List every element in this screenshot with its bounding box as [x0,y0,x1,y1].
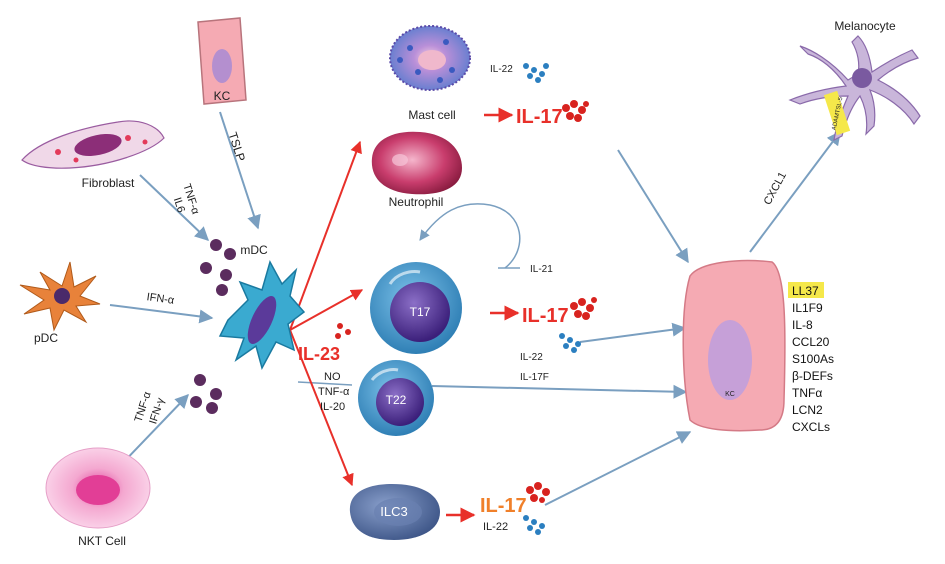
mast-cell [389,25,471,91]
ifna-label: IFN-α [146,291,176,307]
il17f-label: IL-17F [520,372,549,383]
arrow-pdc-to-mdc [109,304,214,324]
mdc-dots-lower [190,374,222,414]
kc-products-list: LL37 IL1F9 IL-8 CCL20 S100As β-DEFs TNFα… [792,284,834,434]
arrow-fibroblast-to-mdc [139,174,210,241]
nkt-label: NKT Cell [78,534,126,548]
mdc-cell [218,260,306,371]
arrow-ilc3-to-kc [544,431,692,506]
adamtsl5-tag: ADAMTSL-5 [823,90,851,136]
neutrophil-cell [371,131,462,195]
kc-product-item: LL37 [792,284,819,298]
arrow-mdc-to-ilc3 [289,329,354,487]
arrow-mast-to-kc [617,149,689,264]
il17-mast-label: IL-17 [516,106,563,128]
pdc-cell [19,261,101,332]
il17-ilc3-label: IL-17 [480,495,527,517]
keratinocyte-right [682,259,786,432]
il17-t17-cluster [570,297,597,320]
melanocyte-cell [788,35,921,142]
mdc-dots-upper [200,239,236,296]
il22-mast-label: IL-22 [490,64,513,75]
il17-t17-label: IL-17 [522,305,569,327]
arrow-kc-to-mdc [219,111,261,230]
tslp-label: TSLP [226,130,249,163]
keratinocyte-top: KC [197,17,247,105]
arrow-mdc-to-t17 [289,289,364,331]
il22-ilc3-dots [523,515,545,535]
melanocyte-label: Melanocyte [834,19,896,33]
il21-label: IL-21 [530,264,553,275]
arrow-t22-to-kc [431,384,688,399]
il22-mast-dots [523,63,549,83]
arrow-mdc-to-mast [289,140,362,331]
neutrophil-label: Neutrophil [389,195,444,209]
arrow-t17-to-kc [579,322,687,343]
ll37-highlight [788,282,824,298]
arrow-kc-to-melanocyte [749,130,841,253]
kc-product-item: IL-8 [792,318,813,332]
kc-top-label: KC [214,89,231,103]
kc-product-item: LCN2 [792,403,823,417]
pdc-label: pDC [34,331,58,345]
fibroblast-cell [21,120,165,169]
t22-cell [358,360,434,436]
kc-product-item: TNFα [792,386,822,400]
kc-right-label: KC [725,391,735,398]
il17-mast-cluster [562,100,589,122]
il22-ilc3-label: IL-22 [483,521,508,533]
il23-dots [335,323,351,339]
nkt-cell [45,447,151,529]
kc-product-item: β-DEFs [792,369,833,383]
il22-t17-label: IL-22 [520,352,543,363]
tnfa2-label: TNF-α [318,386,350,398]
t17-label: T17 [410,305,431,319]
mdc-label: mDC [240,243,268,257]
kc-product-item: CXCLs [792,420,830,434]
t22-label: T22 [386,393,407,407]
t17-cell [370,262,462,354]
no-label: NO [324,371,341,383]
ilc3-label: ILC3 [380,504,407,519]
arrow-mdc-to-t22 [297,381,353,386]
kc-product-item: S100As [792,352,834,366]
il20-label: IL-20 [320,401,345,413]
il22-t17-dots [559,333,581,353]
kc-product-item: CCL20 [792,335,830,349]
mast-label: Mast cell [408,108,455,122]
il17-ilc3-cluster [526,482,550,503]
fibroblast-label: Fibroblast [82,176,135,190]
cxcl1-label: CXCL1 [762,170,789,207]
ilc3-cell [349,484,440,540]
il6-label: IL6 [171,196,187,214]
arrow-il21-loop [419,203,521,269]
il23-label: IL-23 [298,344,340,364]
kc-product-item: IL1F9 [792,301,823,315]
